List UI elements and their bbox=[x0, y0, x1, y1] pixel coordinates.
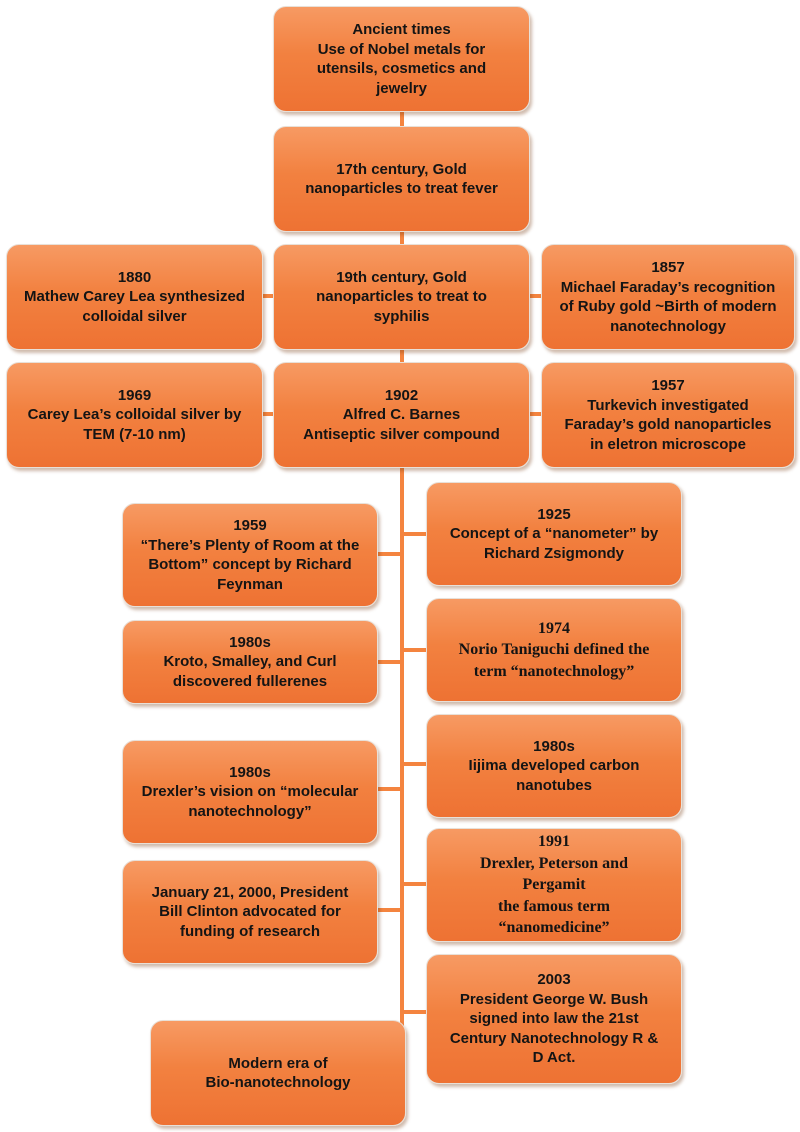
node-text-line: Bill Clinton advocated for bbox=[159, 903, 341, 921]
node-text-line: January 21, 2000, President bbox=[151, 883, 349, 901]
node-text-line: nanotubes bbox=[516, 776, 592, 794]
node-text-line: Michael Faraday’s recognition bbox=[560, 278, 776, 296]
node-text-line: nanotechnology” bbox=[188, 802, 312, 820]
connector-1974 bbox=[402, 648, 426, 652]
node-text-line: nanotechnology bbox=[610, 317, 726, 335]
node-text-line: 1980s bbox=[533, 737, 575, 755]
node-text-line: D Act. bbox=[532, 1049, 576, 1067]
node-text-line: Feynman bbox=[217, 575, 283, 593]
node-text-line: Alfred C. Barnes bbox=[342, 406, 461, 424]
node-text-line: “nanomedicine” bbox=[498, 919, 610, 937]
node-text-line: Kroto, Smalley, and Curl bbox=[163, 653, 337, 671]
main-vertical-connector bbox=[400, 112, 404, 1080]
node-text-line: 19th century, Gold bbox=[336, 268, 467, 286]
node-text-line: utensils, cosmetics and bbox=[316, 60, 487, 77]
connector-1980s-iijima bbox=[402, 762, 426, 766]
node-17th-century: 17th century, Gold nanoparticles to treat… bbox=[273, 126, 530, 232]
connector-1857 bbox=[529, 294, 541, 298]
node-text-line: Antiseptic silver compound bbox=[303, 425, 500, 443]
node-text-line: Drexler, Peterson and bbox=[480, 854, 628, 872]
node-text-line: colloidal silver bbox=[82, 307, 187, 325]
node-text-line: nanoparticles to treat fever bbox=[305, 180, 498, 197]
node-text-line: Drexler’s vision on “molecular bbox=[141, 783, 359, 801]
node-text-line: Bottom” concept by Richard bbox=[148, 556, 352, 573]
node-text-line: jewelry bbox=[376, 79, 427, 97]
connector-2000 bbox=[378, 908, 402, 912]
node-text-line: 1880 bbox=[117, 268, 152, 286]
connector-1980s-kroto bbox=[378, 660, 402, 664]
node-text-line: 2003 bbox=[537, 971, 571, 989]
connector-1957 bbox=[529, 412, 541, 416]
node-text-line: 1902 bbox=[384, 386, 419, 404]
node-text-line: President George W. Bush bbox=[459, 990, 649, 1008]
connector-1969 bbox=[263, 412, 275, 416]
node-text-line: 1980s bbox=[229, 763, 271, 781]
node-text-line: signed into law the 21st bbox=[469, 1010, 639, 1028]
node-text-line: “There’s Plenty of Room at the bbox=[140, 536, 360, 554]
node-text-line: Mathew Carey Lea synthesized bbox=[24, 288, 245, 306]
node-text-line: Carey Lea’s colloidal silver by bbox=[27, 406, 242, 424]
node-text-line: Ancient times bbox=[352, 21, 451, 38]
node-text-line: in eletron microscope bbox=[590, 435, 746, 453]
node-text-line: Bio-nanotechnology bbox=[205, 1074, 351, 1091]
node-text-line: 1857 bbox=[651, 259, 685, 276]
node-text-line: Century Nanotechnology R & bbox=[449, 1029, 659, 1047]
node-text-line: Concept of a “nanometer” by bbox=[449, 525, 659, 543]
node-text-line: 1969 bbox=[117, 386, 152, 404]
node-text-line: 17th century, Gold bbox=[336, 160, 467, 178]
node-text-line: 1980s bbox=[229, 633, 271, 651]
node-text-line: Norio Taniguchi defined the bbox=[458, 641, 650, 659]
node-text-line: the famous term bbox=[498, 897, 610, 915]
node-text-line: term “nanotechnology” bbox=[473, 662, 635, 680]
node-text-line: Iijima developed carbon bbox=[468, 757, 640, 775]
node-modern-era: Modern era of Bio-nanotechnology bbox=[150, 1020, 406, 1126]
node-text-line: 1959 bbox=[233, 517, 267, 534]
connector-1991 bbox=[402, 882, 426, 886]
connector-1925 bbox=[402, 532, 426, 536]
connector-1980s-drexler bbox=[378, 787, 402, 791]
node-text-line: funding of research bbox=[179, 922, 321, 940]
node-text-line: Richard Zsigmondy bbox=[483, 544, 625, 562]
connector-1880 bbox=[263, 294, 275, 298]
connector-2003 bbox=[402, 1010, 426, 1014]
node-text-line: syphilis bbox=[373, 307, 430, 325]
node-text-line: 1991 bbox=[538, 833, 570, 851]
node-text-line: Pergamit bbox=[522, 876, 586, 894]
connector-1959 bbox=[378, 552, 402, 556]
node-text-line: Modern era of bbox=[228, 1054, 328, 1072]
node-text-line: 1957 bbox=[651, 377, 685, 394]
node-text-line: of Ruby gold ~Birth of modern bbox=[559, 298, 777, 315]
node-text-line: 1974 bbox=[538, 619, 570, 637]
node-text-line: Use of Nobel metals for bbox=[317, 40, 486, 58]
node-text-line: 1925 bbox=[537, 505, 571, 523]
node-text-line: nanoparticles to treat to bbox=[316, 288, 487, 306]
node-text-line: discovered fullerenes bbox=[172, 672, 328, 690]
node-text-line: Faraday’s gold nanoparticles bbox=[564, 416, 772, 433]
node-text-line: TEM (7-10 nm) bbox=[83, 425, 186, 443]
node-text-line: Turkevich investigated bbox=[587, 396, 749, 414]
node-19th-century: 19th century, Gold nanoparticles to treat… bbox=[273, 244, 530, 350]
